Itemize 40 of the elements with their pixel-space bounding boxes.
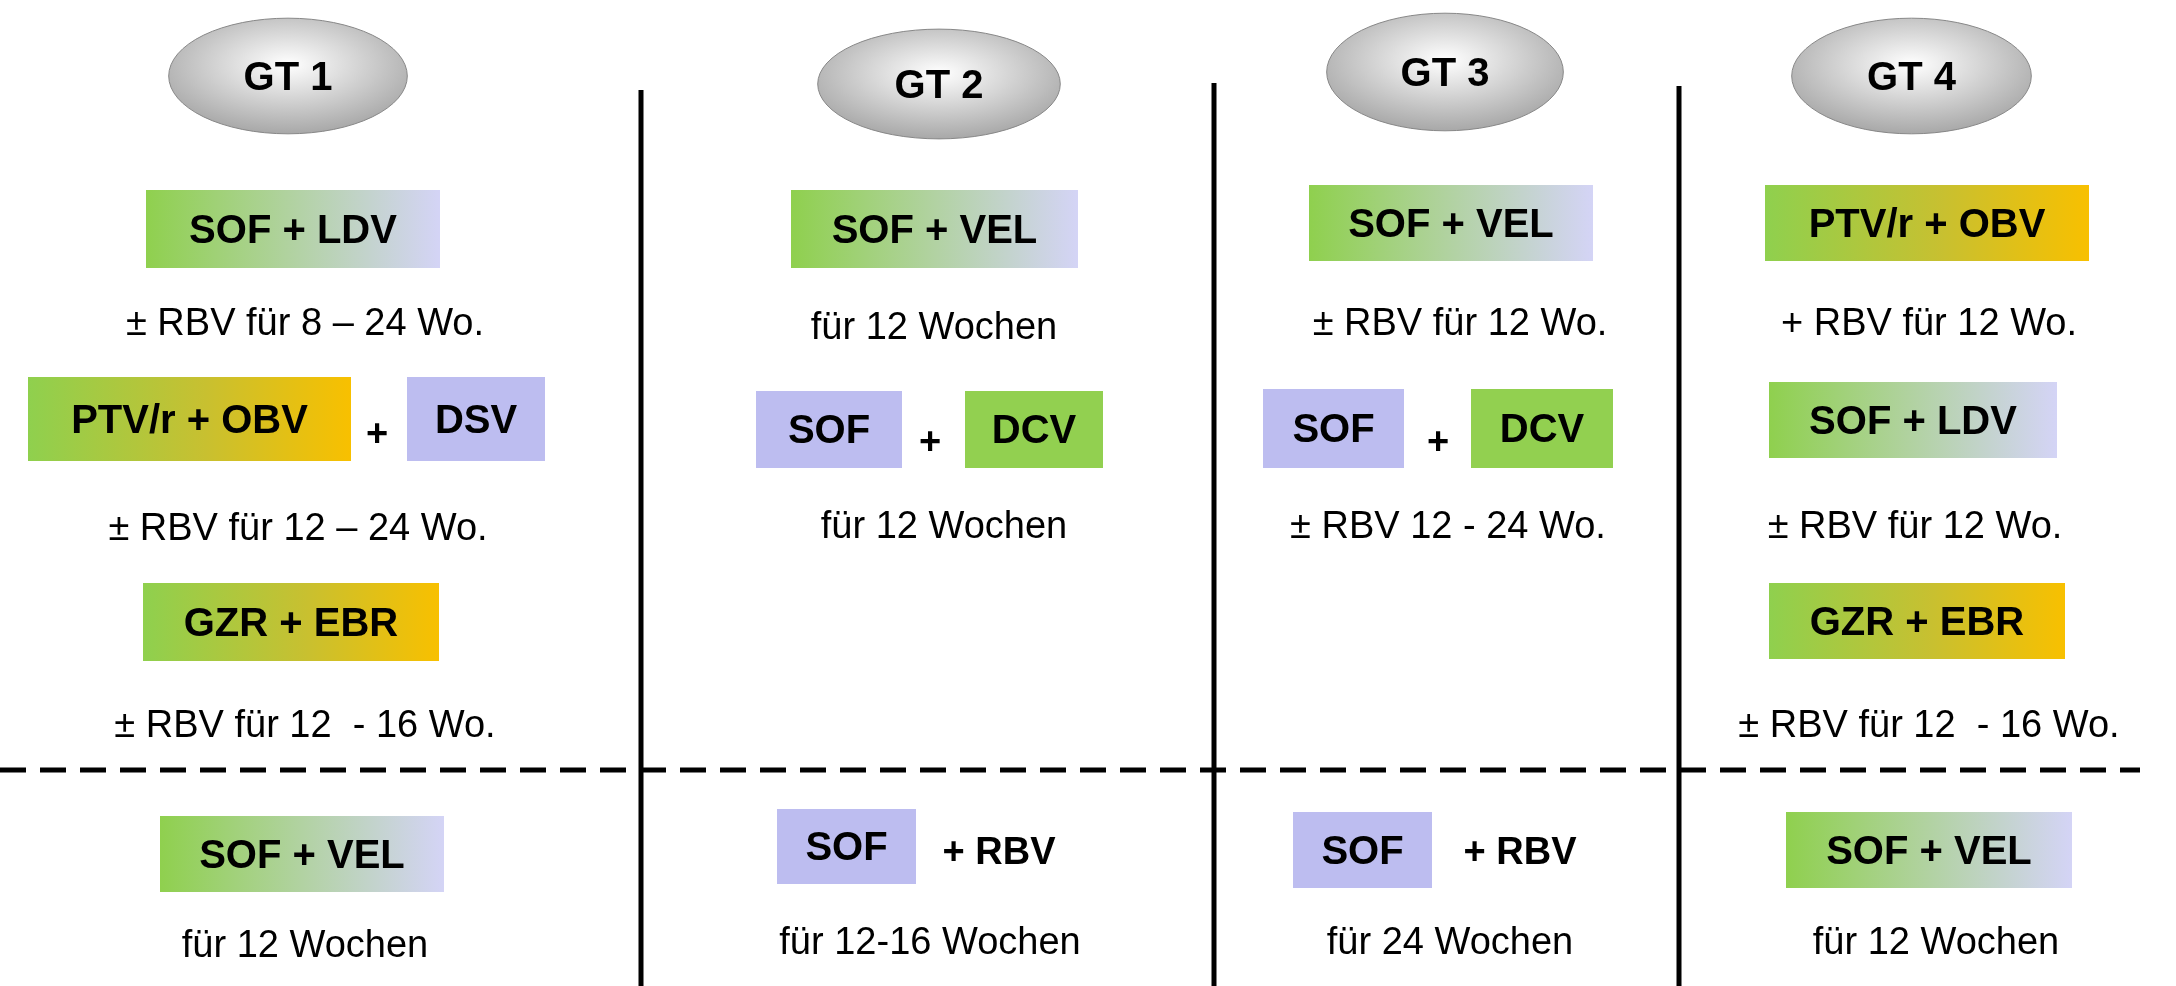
dosage-text: für 24 Wochen [1326,919,1574,963]
dosage-text: ± RBV für 12 – 24 Wo. [108,505,488,549]
dosage-text: ± RBV für 8 – 24 Wo. [125,300,485,344]
plus-label: + RBV [1463,829,1577,873]
dosage-text: für 12 Wochen [1812,919,2060,963]
dosage-text: ± RBV für 12 Wo. [1312,300,1608,344]
drug-box: SOF + VEL [160,816,444,892]
ellipse-node: GT 2 [816,28,1062,140]
dosage-text: + RBV für 12 Wo. [1781,300,2077,344]
drug-box: SOF + LDV [1769,382,2057,458]
drug-box: SOF + VEL [1309,185,1593,261]
ellipse-node: GT 1 [167,17,409,135]
drug-box: SOF + LDV [146,190,440,268]
dosage-text: ± RBV für 12 - 16 Wo. [114,702,496,746]
dosage-text: für 12 Wochen [181,922,429,966]
dosage-text: für 12-16 Wochen [779,919,1081,963]
plus-label: + [1426,419,1450,463]
drug-box: DCV [1471,389,1613,468]
drug-box: GZR + EBR [143,583,439,661]
drug-box: SOF [1293,812,1432,888]
drug-box: SOF + VEL [791,190,1078,268]
drug-box: PTV/r + OBV [28,377,351,461]
drug-box: DSV [407,377,545,461]
dosage-text: ± RBV für 12 - 16 Wo. [1738,702,2120,746]
dosage-text: ± RBV 12 - 24 Wo. [1290,503,1606,547]
drug-box: SOF + VEL [1786,812,2072,888]
drug-box: PTV/r + OBV [1765,185,2089,261]
dosage-text: für 12 Wochen [820,503,1068,547]
drug-box: SOF [756,391,902,468]
drug-box: DCV [965,391,1103,468]
dosage-text: für 12 Wochen [810,304,1058,348]
drug-box: GZR + EBR [1769,583,2065,659]
drug-box: SOF [777,809,916,884]
plus-label: + [918,419,942,463]
ellipse-node: GT 4 [1790,17,2033,135]
drug-box: SOF [1263,389,1404,468]
plus-label: + [365,411,389,455]
ellipse-node: GT 3 [1325,12,1565,132]
dosage-text: ± RBV für 12 Wo. [1767,503,2063,547]
plus-label: + RBV [942,829,1056,873]
